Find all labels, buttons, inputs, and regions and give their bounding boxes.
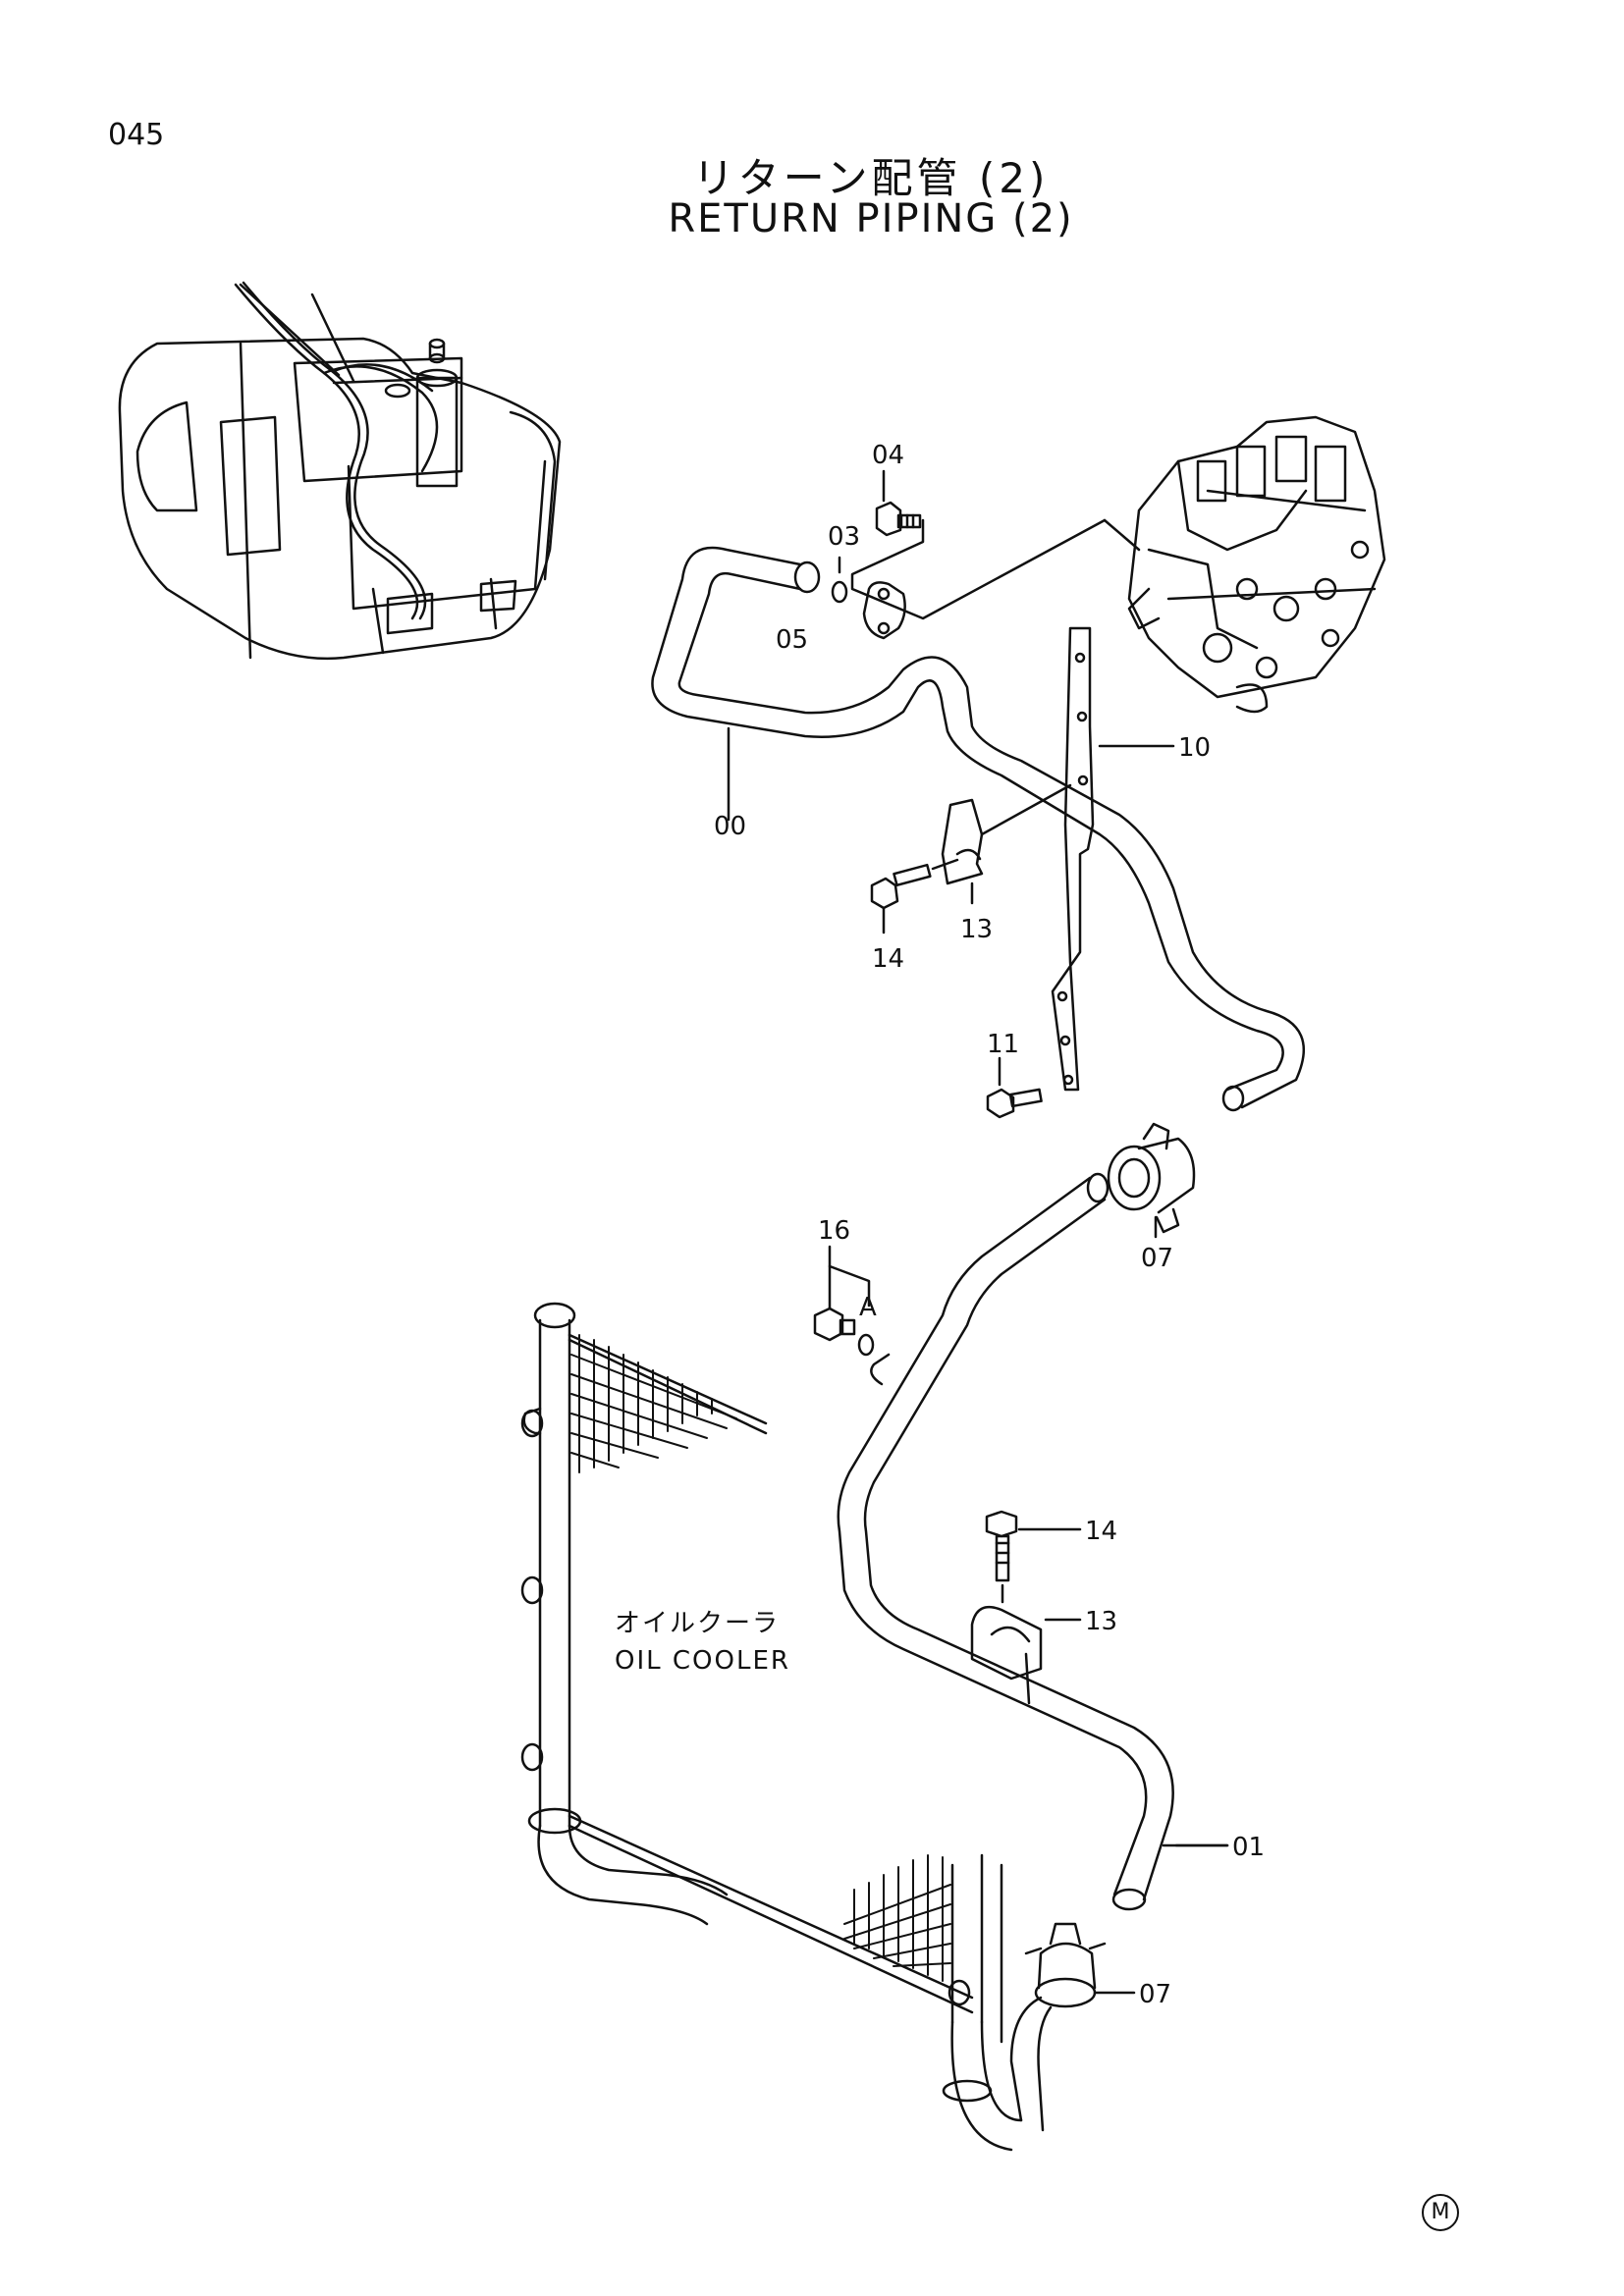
callout-a: A	[859, 1293, 877, 1322]
flange-05	[862, 518, 1141, 640]
bracket-10	[1051, 626, 1175, 1092]
control-valve	[1127, 415, 1386, 714]
callout-07b: 07	[1139, 1980, 1171, 2009]
bolt-11	[986, 1056, 1043, 1119]
bolt-14a	[870, 858, 959, 934]
corner-mark: M	[1422, 2194, 1459, 2231]
clamp-13b	[970, 1605, 1082, 1705]
page-number: 045	[108, 118, 165, 152]
clamp-13a	[941, 783, 1072, 905]
hose-clamp-07b	[1024, 1922, 1136, 2008]
callout-14a: 14	[872, 944, 904, 974]
callout-13a: 13	[960, 915, 993, 944]
return-pipe-00	[651, 546, 1305, 1112]
oil-cooler-label: OIL COOLER	[615, 1646, 790, 1676]
callout-00: 00	[714, 812, 746, 841]
callout-01: 01	[1232, 1833, 1265, 1862]
oil-cooler	[520, 1302, 1053, 2152]
page-title-japanese: リターン配管 (2)	[692, 154, 1050, 202]
callout-05: 05	[776, 625, 808, 655]
callout-14b: 14	[1085, 1517, 1117, 1546]
o-ring-a	[857, 1333, 875, 1357]
callout-11: 11	[987, 1030, 1019, 1059]
callout-16: 16	[818, 1216, 850, 1246]
callout-10: 10	[1178, 733, 1211, 763]
callout-07a: 07	[1141, 1244, 1173, 1273]
bolt-04	[850, 469, 1107, 620]
o-ring-03	[831, 556, 848, 604]
callout-03: 03	[828, 522, 860, 552]
excavator-overview	[118, 281, 562, 661]
page-title: RETURN PIPING (2)	[668, 196, 1074, 241]
hose-clamp-07a	[1107, 1122, 1196, 1239]
callout-13b: 13	[1085, 1607, 1117, 1636]
plug-16	[813, 1245, 871, 1342]
bolt-14b	[985, 1510, 1082, 1604]
oil-cooler-label-japanese: オイルクーラ	[615, 1609, 780, 1638]
callout-04: 04	[872, 441, 904, 470]
pipe-01	[837, 1172, 1229, 1911]
